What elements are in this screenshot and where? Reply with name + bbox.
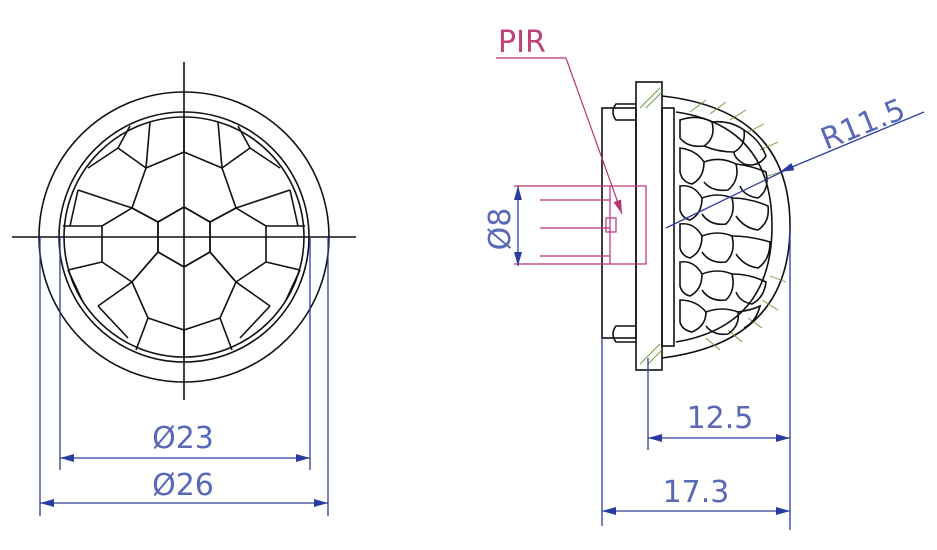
dome-facets: [679, 116, 771, 336]
radius-line: [665, 167, 791, 229]
label-d26: Ø26: [152, 468, 214, 503]
flange-hatch: [639, 87, 663, 365]
outer-rim: [38, 91, 330, 383]
label-d23: Ø23: [152, 421, 214, 456]
inner-rim: [58, 111, 310, 363]
label-d8: Ø8: [483, 208, 518, 251]
label-17-3: 17.3: [663, 475, 730, 510]
flange: [635, 81, 663, 371]
bottom-tab: [612, 325, 636, 343]
inner-plate: [661, 107, 675, 347]
sensor-window: [605, 217, 617, 233]
label-12-5: 12.5: [687, 401, 754, 436]
pir-sensor: [514, 185, 647, 265]
front-view: Ø23 Ø26: [12, 62, 356, 516]
fresnel-facets: [63, 117, 305, 357]
top-tab: [612, 103, 636, 121]
radius-leader: [779, 111, 925, 173]
base-body: [601, 107, 637, 339]
sensor-can: [609, 185, 647, 265]
side-view: PIR Ø8 R11.5 12.5 17.3: [483, 25, 925, 530]
label-r115: R11.5: [816, 92, 910, 157]
dome-inner: [675, 111, 773, 343]
dome-outer: [661, 95, 791, 359]
pir-leader-arrow: [565, 57, 623, 215]
label-pir: PIR: [498, 25, 546, 60]
